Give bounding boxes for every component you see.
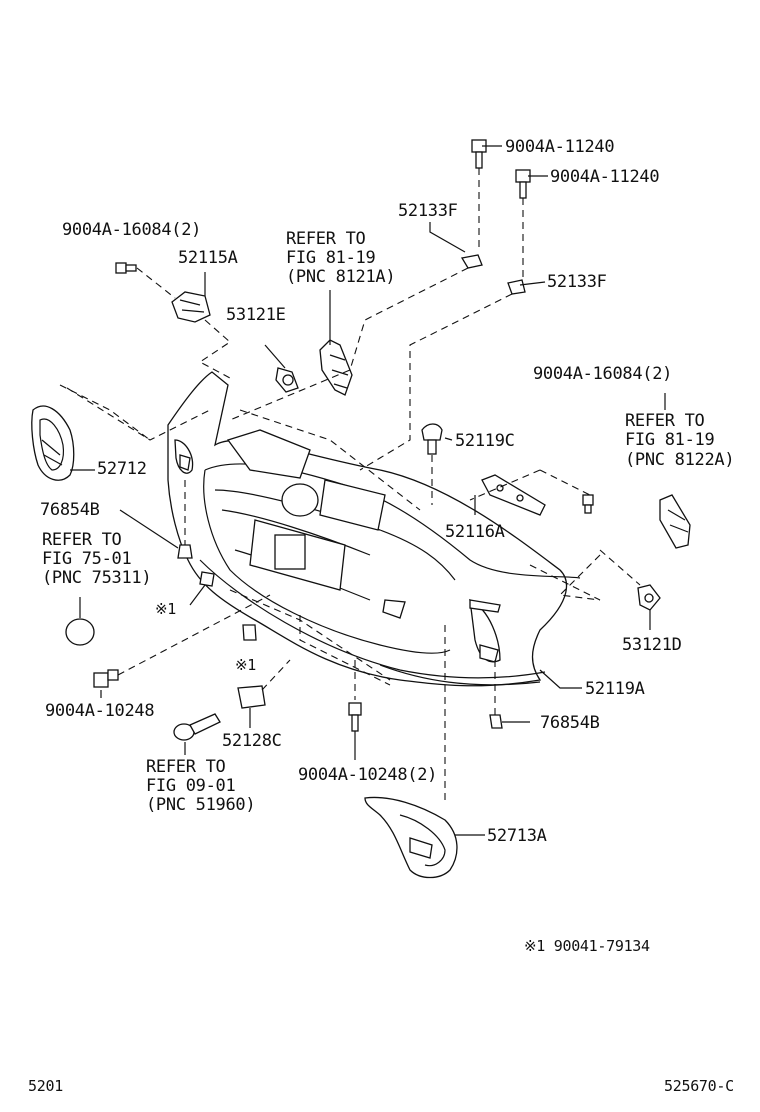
label-9004a-10248-2: 9004A-10248(2): [298, 765, 438, 785]
bolt-9004a-10248-2: [348, 702, 362, 732]
bolt-9004a-11240-b: [515, 169, 531, 199]
clip-90041-79134-a: [199, 571, 215, 587]
label-refer-51960-line1: REFER TO: [146, 757, 226, 777]
clip-52119c: [421, 423, 443, 455]
side-bracket-right: [659, 494, 691, 549]
label-9004a-10248: 9004A-10248: [45, 701, 155, 721]
label-refer-8122a-line2: FIG 81-19: [625, 430, 715, 450]
footnote: ※1 90041-79134: [524, 937, 650, 955]
bolt-9004a-11240-a: [471, 139, 487, 169]
label-refer-8121a-line2: FIG 81-19: [286, 248, 376, 268]
label-refer-8122a-line1: REFER TO: [625, 411, 705, 431]
label-53121e: 53121E: [226, 305, 286, 325]
bolt-9004a-10248: [93, 669, 119, 688]
label-52119c: 52119C: [455, 431, 515, 451]
clip-76854b-left: [177, 544, 193, 559]
cover-52128c: [237, 685, 266, 709]
label-9004a-16084-right: 9004A-16084(2): [533, 364, 673, 384]
label-52712: 52712: [97, 459, 147, 479]
label-refer-75311-line2: FIG 75-01: [42, 549, 132, 569]
label-52133f-a: 52133F: [398, 201, 458, 221]
label-52119a: 52119A: [585, 679, 645, 699]
towing-eye-51960: [173, 713, 221, 741]
bracket-52115a: [171, 291, 211, 323]
side-bracket-left: [319, 339, 353, 396]
label-note1-b: ※1: [235, 656, 256, 674]
label-9004a-11240-a: 9004A-11240: [505, 137, 615, 157]
label-refer-8122a-line3: (PNC 8122A): [625, 450, 735, 470]
label-refer-51960-line2: FIG 09-01: [146, 776, 236, 796]
cap-75311: [65, 618, 95, 646]
assembly-lines: [59, 168, 641, 800]
screw-9004a-16084-right: [582, 494, 594, 514]
front-bumper-cover: [167, 371, 581, 687]
leader-lines: [70, 145, 666, 836]
label-52115a: 52115A: [178, 248, 238, 268]
label-52713a: 52713A: [487, 826, 547, 846]
page-number-left: 5201: [28, 1077, 63, 1095]
retainer-53121d: [637, 584, 661, 611]
fog-cover-52712: [31, 405, 75, 481]
label-52128c: 52128C: [222, 731, 282, 751]
label-refer-8121a-line1: REFER TO: [286, 229, 366, 249]
label-9004a-16084-left: 9004A-16084(2): [62, 220, 202, 240]
nut-52133f-b: [507, 279, 526, 295]
label-52133f-b: 52133F: [547, 272, 607, 292]
label-refer-8121a-line3: (PNC 8121A): [286, 267, 396, 287]
nut-52133f-a: [460, 254, 483, 269]
screw-9004a-16084-left: [115, 262, 137, 274]
label-note1-a: ※1: [155, 600, 176, 618]
label-52116a: 52116A: [445, 522, 505, 542]
clip-90041-79134-b: [242, 624, 257, 641]
clip-76854b-right: [489, 714, 503, 729]
retainer-53121e: [275, 367, 299, 393]
label-76854b-right: 76854B: [540, 713, 600, 733]
label-76854b-left: 76854B: [40, 500, 100, 520]
label-refer-75311-line3: (PNC 75311): [42, 568, 152, 588]
page-number-right: 525670-C: [664, 1077, 734, 1095]
label-9004a-11240-b: 9004A-11240: [550, 167, 660, 187]
label-refer-51960-line3: (PNC 51960): [146, 795, 256, 815]
label-refer-75311-line1: REFER TO: [42, 530, 122, 550]
label-53121d: 53121D: [622, 635, 682, 655]
fog-cover-52713a: [364, 796, 458, 879]
